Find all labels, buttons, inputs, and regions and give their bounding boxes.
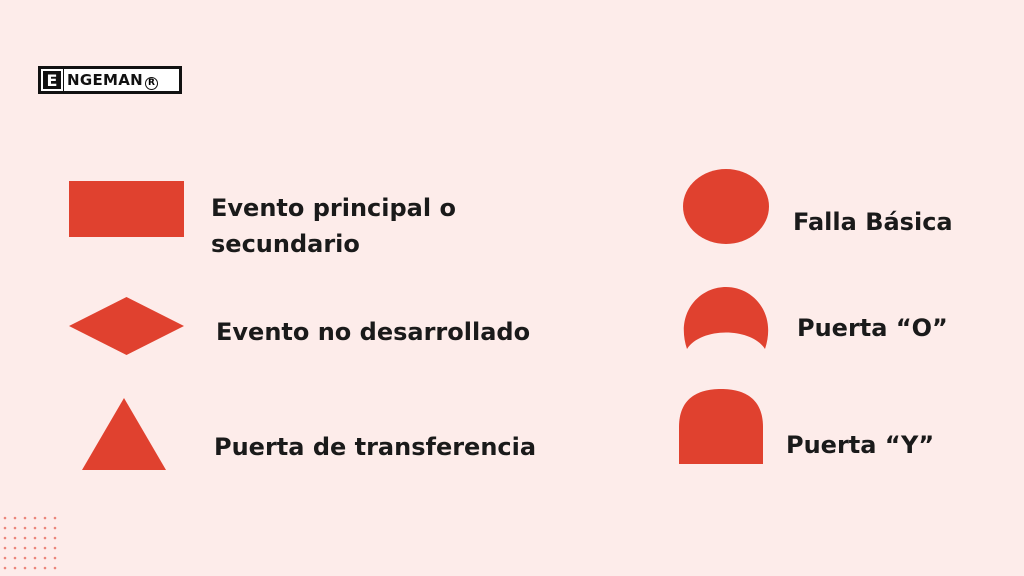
decorative-dot — [53, 516, 57, 520]
label-falla-basica: Falla Básica — [793, 208, 953, 236]
decorative-dot — [13, 536, 17, 540]
label-puerta-y: Puerta “Y” — [786, 431, 935, 459]
decorative-dot — [53, 566, 57, 570]
decorative-dot — [13, 556, 17, 560]
engeman-logo: E NGEMAN R — [38, 66, 182, 94]
decorative-dot — [3, 516, 7, 520]
decorative-dot — [43, 526, 47, 530]
registered-mark: R — [145, 76, 159, 90]
decorative-dot — [33, 556, 37, 560]
label-evento-principal-line1: Evento principal o — [211, 194, 456, 222]
label-evento-principal-line2: secundario — [211, 230, 360, 258]
decorative-dot — [33, 566, 37, 570]
circle-icon — [683, 169, 769, 244]
decorative-dot — [13, 526, 17, 530]
decorative-dot — [53, 546, 57, 550]
decorative-dots — [3, 516, 57, 570]
logo-mark: E — [40, 68, 64, 92]
label-puerta-transferencia: Puerta de transferencia — [214, 433, 537, 461]
decorative-dot — [33, 546, 37, 550]
decorative-dot — [23, 546, 27, 550]
decorative-dot — [13, 546, 17, 550]
decorative-dot — [3, 556, 7, 560]
and-gate-icon — [679, 389, 763, 464]
decorative-dot — [33, 526, 37, 530]
label-puerta-o: Puerta “O” — [797, 314, 948, 342]
decorative-dot — [53, 556, 57, 560]
decorative-dot — [43, 566, 47, 570]
decorative-dot — [3, 536, 7, 540]
decorative-dot — [33, 516, 37, 520]
decorative-dot — [3, 546, 7, 550]
decorative-dot — [13, 516, 17, 520]
rectangle-icon — [69, 181, 184, 237]
decorative-dot — [53, 526, 57, 530]
decorative-dot — [43, 516, 47, 520]
decorative-dot — [43, 546, 47, 550]
decorative-dot — [43, 536, 47, 540]
decorative-dot — [23, 566, 27, 570]
or-gate-icon — [683, 287, 769, 349]
decorative-dot — [33, 536, 37, 540]
decorative-dot — [23, 556, 27, 560]
decorative-dot — [3, 526, 7, 530]
decorative-dot — [13, 566, 17, 570]
decorative-dot — [53, 536, 57, 540]
logo-text: NGEMAN — [67, 71, 144, 89]
decorative-dot — [23, 536, 27, 540]
decorative-dot — [23, 516, 27, 520]
decorative-dot — [3, 566, 7, 570]
decorative-dot — [43, 556, 47, 560]
label-evento-no-desarrollado: Evento no desarrollado — [216, 318, 531, 346]
triangle-icon — [82, 398, 166, 470]
decorative-dot — [23, 526, 27, 530]
label-evento-principal: Evento principal o secundario — [211, 190, 456, 262]
diamond-icon — [69, 297, 184, 355]
